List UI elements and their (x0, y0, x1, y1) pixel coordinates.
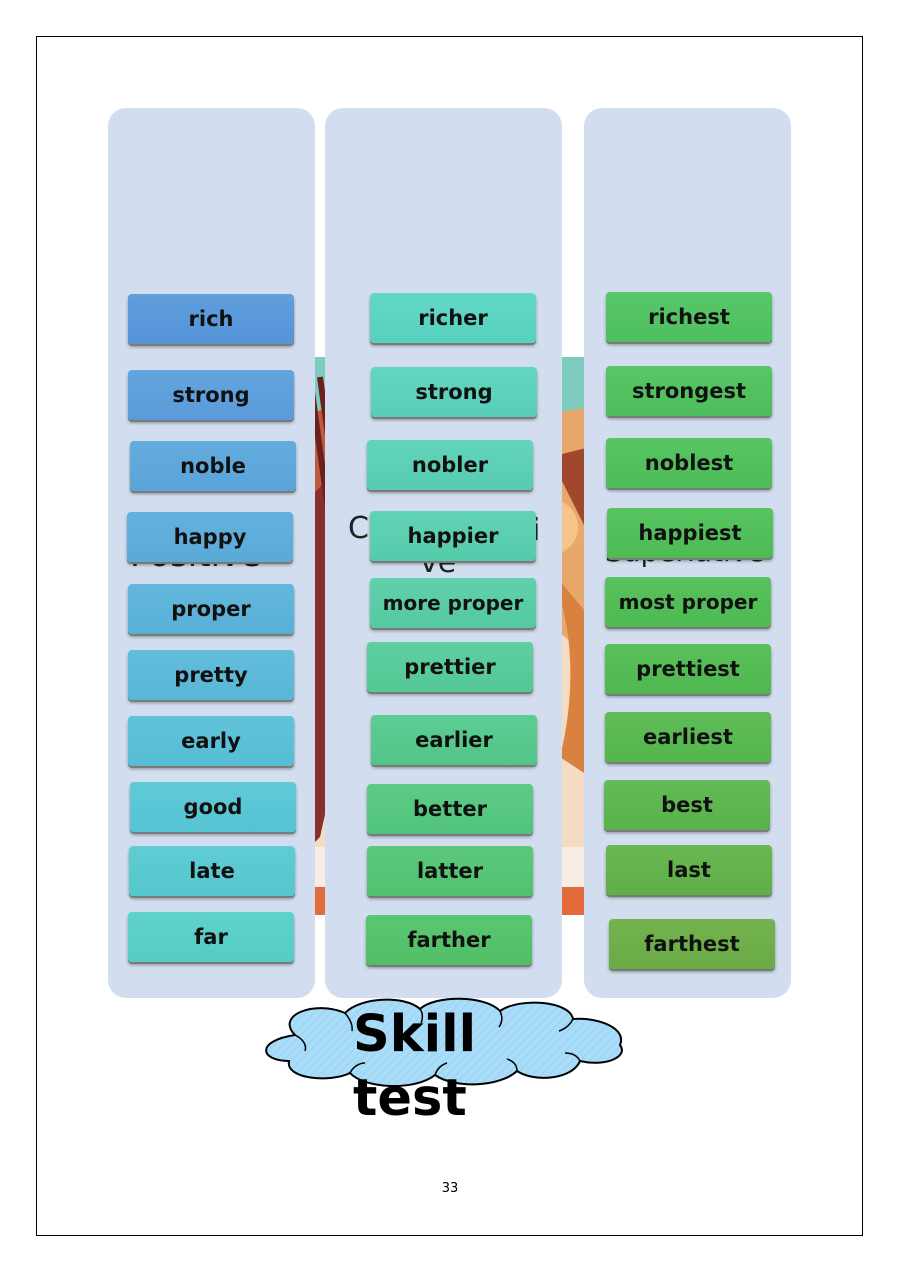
superlative-word-box: prettiest (605, 644, 771, 694)
positive-word-box: rich (128, 294, 294, 344)
superlative-word-box: earliest (605, 712, 771, 762)
comparative-word-box: nobler (367, 440, 533, 490)
superlative-word-box: noblest (606, 438, 772, 488)
comparative-word-box: latter (367, 846, 533, 896)
comparative-title-line1-end: i (532, 513, 541, 548)
skill-test-label: Skill test (353, 1003, 523, 1131)
superlative-word-box: best (604, 780, 770, 830)
comparative-word-box: prettier (367, 642, 533, 692)
comparative-title-line1: C (348, 511, 369, 546)
positive-word-box: late (129, 846, 295, 896)
positive-word-box: proper (128, 584, 294, 634)
superlative-word-box: strongest (606, 366, 772, 416)
comparative-word-box: earlier (371, 715, 537, 765)
comparative-word-box: strong (371, 367, 537, 417)
comparative-word-box: farther (366, 915, 532, 965)
positive-word-box: happy (127, 512, 293, 562)
superlative-word-box: most proper (605, 577, 771, 627)
superlative-word-box: farthest (609, 919, 775, 969)
comparative-word-box: better (367, 784, 533, 834)
comparative-word-box: richer (370, 293, 536, 343)
skill-test-line2: test (353, 1069, 467, 1128)
skill-test-line1: Skill (353, 1005, 477, 1064)
comparative-word-box: more proper (370, 578, 536, 628)
superlative-word-box: richest (606, 292, 772, 342)
positive-word-box: good (130, 782, 296, 832)
page-number: 33 (441, 1181, 459, 1196)
superlative-word-box: last (606, 845, 772, 895)
positive-word-box: far (128, 912, 294, 962)
positive-word-box: noble (130, 441, 296, 491)
page-frame (36, 36, 863, 1236)
comparative-word-box: happier (370, 511, 536, 561)
positive-word-box: strong (128, 370, 294, 420)
superlative-word-box: happiest (607, 508, 773, 558)
skill-test-cloud (255, 995, 630, 1095)
positive-word-box: pretty (128, 650, 294, 700)
positive-word-box: early (128, 716, 294, 766)
